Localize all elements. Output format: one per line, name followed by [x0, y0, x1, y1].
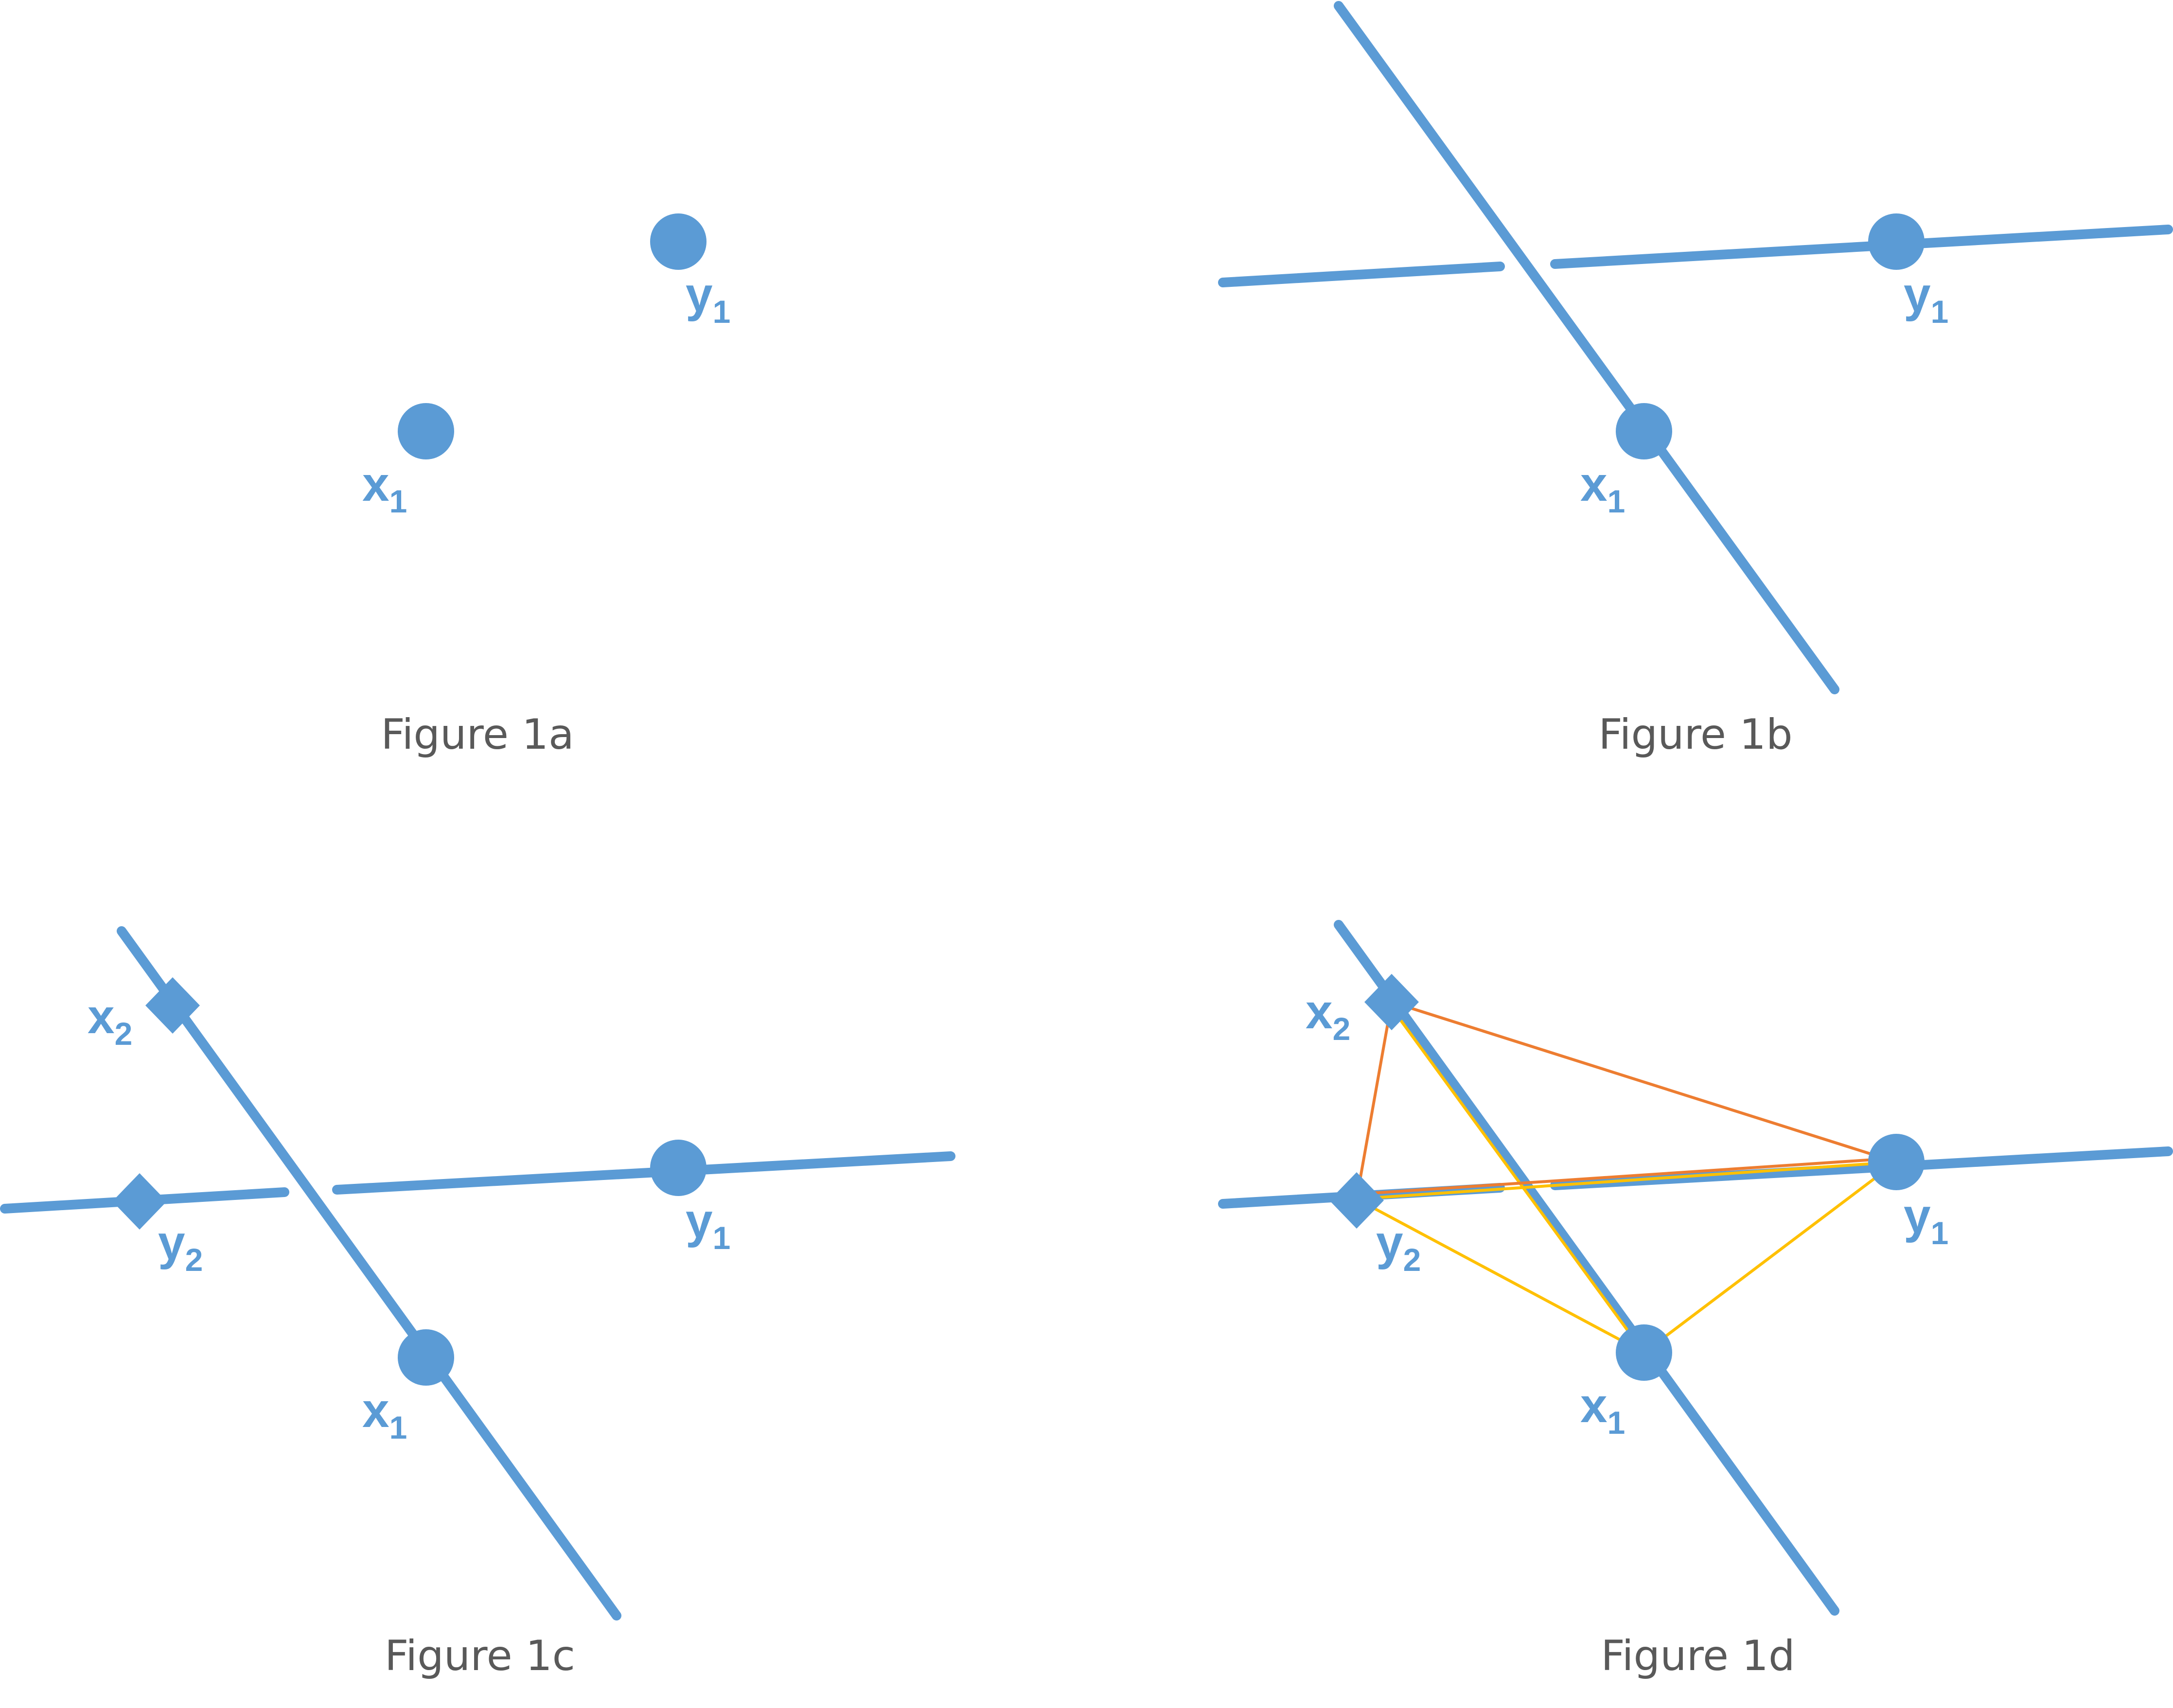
label-y1-sub: 1 [713, 1220, 731, 1256]
point-y1 [1868, 213, 1925, 270]
line-through-y1-left [1218, 262, 1505, 287]
yellow-edge-x1-y1 [1643, 1161, 1897, 1354]
label-x1-base: x [1580, 1378, 1608, 1433]
point-x1 [1616, 403, 1672, 459]
label-y1: y1 [686, 1194, 730, 1256]
line-through-x1-x2 [1334, 920, 1839, 1616]
label-x1-sub: 1 [389, 1409, 407, 1445]
label-x2-base: x [1306, 985, 1333, 1039]
label-x2-base: x [88, 989, 115, 1044]
label-x1-base: x [1580, 457, 1608, 511]
orange-edge-x2-y1 [1391, 1001, 1897, 1163]
label-x1-sub: 1 [1608, 1405, 1625, 1441]
caption-figure-1a: Figure 1a [381, 710, 574, 759]
label-y2-sub: 2 [185, 1242, 203, 1278]
label-x1: x1 [362, 457, 407, 519]
label-y1-base: y [686, 1194, 713, 1248]
label-x1-sub: 1 [389, 483, 407, 519]
label-x1: x1 [362, 1383, 407, 1445]
label-x2: x2 [88, 989, 132, 1052]
point-x1 [1616, 1324, 1672, 1381]
yellow-edge-x1-y2 [1356, 1197, 1645, 1354]
point-y1 [650, 213, 707, 270]
label-y1: y1 [686, 267, 730, 330]
yellow-edge-y1-y2 [1356, 1161, 1897, 1200]
panel-1d: x1 y1 x2 y2 Figure 1d [1218, 920, 2173, 1680]
label-y1: y1 [1904, 267, 1948, 330]
yellow-edge-x1-x2 [1390, 1007, 1645, 1353]
line-through-y1-right [1550, 225, 2173, 269]
orange-edge-y2-y1 [1356, 1157, 1897, 1196]
line-through-x1 [1334, 1, 1839, 694]
label-y1-base: y [1904, 1189, 1931, 1243]
label-y2: y2 [1376, 1215, 1421, 1278]
panel-1c: x1 y1 x2 y2 Figure 1c [0, 926, 955, 1680]
label-y1-base: y [1904, 267, 1931, 322]
point-y1 [650, 1140, 707, 1196]
orange-edge-x2-y2 [1355, 1002, 1393, 1199]
label-y2: y2 [158, 1215, 203, 1278]
point-y2-diamond [112, 1173, 167, 1230]
label-x1: x1 [1580, 1378, 1625, 1441]
label-y1-base: y [686, 267, 713, 322]
label-x1-base: x [362, 1383, 389, 1438]
label-y1-sub: 1 [1931, 1215, 1949, 1251]
point-x1 [398, 403, 454, 459]
caption-figure-1b: Figure 1b [1598, 710, 1792, 759]
point-x2-diamond [145, 977, 200, 1034]
label-y1: y1 [1904, 1189, 1948, 1251]
point-y2-diamond [1329, 1172, 1384, 1229]
label-x2-sub: 2 [1333, 1011, 1351, 1047]
label-y1-sub: 1 [713, 294, 731, 330]
label-x1-base: x [362, 457, 389, 511]
label-y2-base: y [1376, 1215, 1403, 1270]
caption-figure-1c: Figure 1c [385, 1632, 575, 1680]
label-y1-sub: 1 [1931, 294, 1949, 330]
label-x2: x2 [1306, 985, 1350, 1047]
line-through-x1-x2 [117, 926, 621, 1620]
point-x2-diamond [1364, 974, 1419, 1030]
panel-1b: x1 y1 Figure 1b [1218, 1, 2173, 759]
point-y1 [1868, 1134, 1925, 1190]
label-x1-sub: 1 [1608, 483, 1625, 519]
label-x1: x1 [1580, 457, 1625, 519]
label-x2-sub: 2 [115, 1016, 133, 1052]
caption-figure-1d: Figure 1d [1601, 1632, 1795, 1680]
panel-1a: x1 y1 Figure 1a [362, 213, 730, 759]
label-y2-sub: 2 [1403, 1242, 1421, 1278]
label-y2-base: y [158, 1215, 185, 1270]
point-x1 [398, 1329, 454, 1386]
line-through-y1-y2-right [332, 1151, 955, 1195]
